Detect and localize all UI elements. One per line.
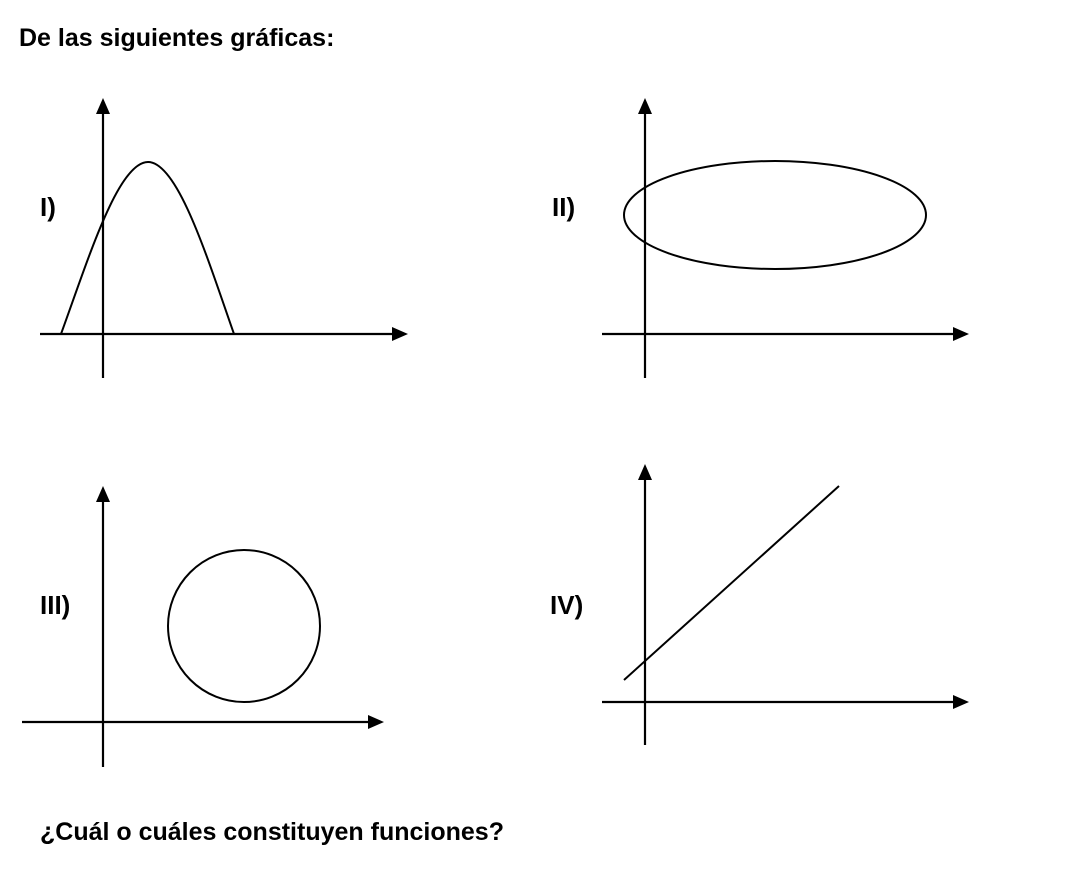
graph-i-x-arrow <box>392 327 408 341</box>
graph-label-ii: II) <box>552 192 576 222</box>
graph-label-i: I) <box>40 192 56 222</box>
graph-ii <box>602 98 969 378</box>
graph-iv-line <box>623 485 840 681</box>
graph-label-iv: IV) <box>550 590 584 620</box>
graph-iv-y-arrow <box>638 464 652 480</box>
graph-iii <box>22 486 384 767</box>
graph-iv-x-arrow <box>953 695 969 709</box>
graph-i <box>40 98 408 378</box>
graph-ii-y-arrow <box>638 98 652 114</box>
question: ¿Cuál o cuáles constituyen funciones? <box>40 818 504 846</box>
graph-iii-circle <box>167 549 321 703</box>
graph-iii-y-arrow <box>96 486 110 502</box>
graph-iv <box>602 464 969 745</box>
graph-iii-x-arrow <box>368 715 384 729</box>
graph-i-parabola <box>60 160 235 335</box>
graph-label-iii: III) <box>40 590 71 620</box>
graph-i-y-arrow <box>96 98 110 114</box>
graph-ii-x-arrow <box>953 327 969 341</box>
heading: De las siguientes gráficas: <box>19 24 335 52</box>
graph-ii-ellipse <box>623 160 927 270</box>
